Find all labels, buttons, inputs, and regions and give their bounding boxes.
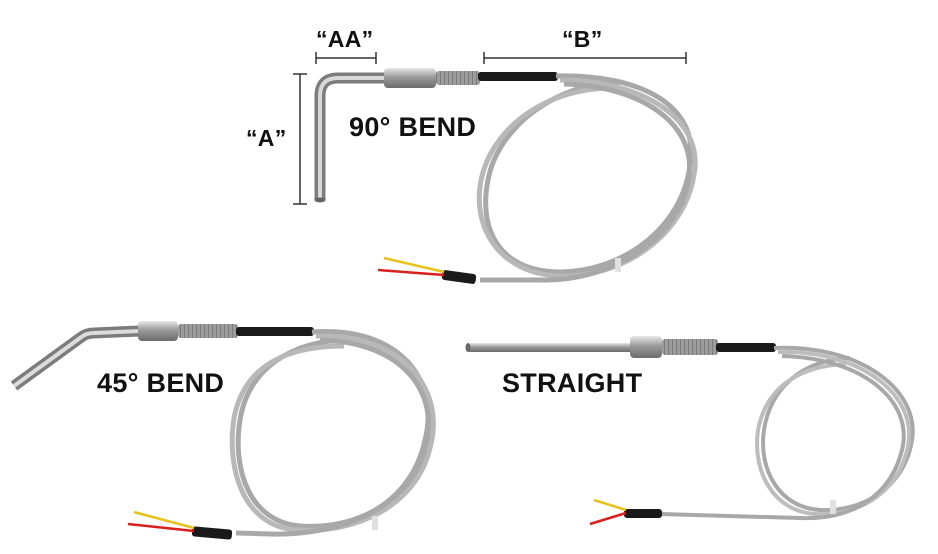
label-straight: STRAIGHT (502, 368, 643, 398)
probe-45-fitting (138, 321, 178, 341)
label-45-bend: 45° BEND (97, 368, 225, 398)
dimension-aa-line (315, 52, 377, 64)
straight-sleeve (716, 343, 776, 352)
label-90-bend: 90° BEND (349, 112, 477, 142)
probe-45-wire-red (127, 522, 195, 533)
straight-fitting (630, 336, 662, 358)
probe-45-lead-sleeve (191, 526, 233, 540)
straight-lead-sleeve (624, 509, 662, 518)
straight-wire-yellow (593, 498, 627, 512)
probe-90-wire-yellow (383, 256, 445, 274)
probe-45-bend (10, 321, 436, 540)
probe-straight (465, 336, 915, 526)
probe-90-fitting (384, 68, 436, 88)
label-dimension-a: “A” (246, 125, 287, 151)
probe-90-braided-cable (476, 73, 698, 283)
probe-90-bend (293, 52, 698, 284)
probe-45-braided-cable (229, 329, 436, 537)
dimension-b-line (483, 52, 687, 64)
straight-braided-cable (659, 345, 915, 521)
straight-wire-red (589, 511, 627, 526)
dimension-a-line (293, 73, 307, 205)
probe-45-sleeve (236, 327, 314, 336)
straight-tube (468, 343, 634, 352)
label-dimension-aa: “AA” (316, 26, 374, 52)
probe-45-wire-yellow (133, 510, 195, 530)
probe-90-sleeve (478, 72, 558, 81)
label-dimension-b: “B” (562, 26, 603, 52)
probe-90-wire-red (377, 268, 445, 277)
probe-90-lead-sleeve (441, 270, 477, 284)
